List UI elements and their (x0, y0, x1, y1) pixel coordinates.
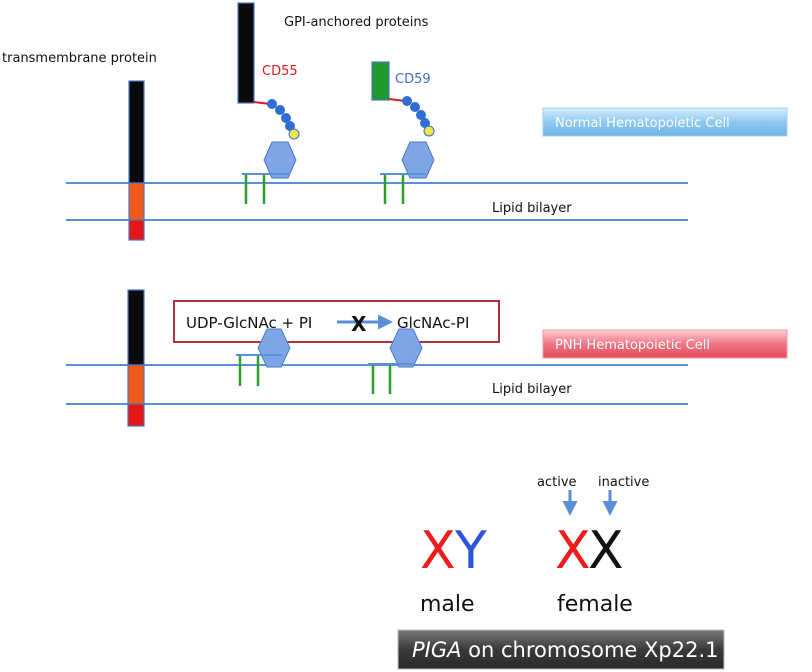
normal-cell-banner: Normal Hematopoietic Cell (542, 107, 788, 137)
reaction-product: GlcNAc-PI (397, 314, 469, 332)
gpi-anchor-hexagon (401, 141, 435, 179)
transmembrane-protein-top (128, 80, 145, 241)
cd59-label: CD59 (395, 72, 431, 87)
male-x-chromosome: X (420, 521, 456, 581)
female-inactive-x-chromosome: X (588, 521, 624, 581)
glycan-bead (267, 99, 277, 109)
active-label: active (537, 475, 577, 490)
lipid-bilayer-label-bottom: Lipid bilayer (492, 382, 572, 397)
glycan-bead-yellow (423, 125, 435, 137)
glycan-bead (402, 96, 412, 106)
glycan-bead (420, 118, 430, 128)
gpi-anchored-proteins-label: GPI-anchored proteins (284, 15, 429, 30)
reaction-substrate: UDP-GlcNAc + PI (186, 314, 312, 332)
gpi-lipid-anchor (380, 173, 426, 204)
piga-banner: PIGA on chromosome Xp22.1 (397, 629, 725, 670)
cd59-protein (371, 61, 435, 204)
reaction-block-mark: X (351, 312, 367, 336)
pnh-cell-label: PNH Hematopoietic Cell (555, 338, 710, 353)
male-label: male (420, 592, 475, 617)
cd59-body (371, 61, 390, 101)
glycan-bead (275, 105, 285, 115)
piga-gene-name: PIGA (412, 638, 462, 662)
glycan-bead (285, 121, 295, 131)
pnh-anchor-1 (236, 328, 291, 386)
transmembrane-protein-label: transmembrane protein (2, 51, 157, 66)
glycan-bead (281, 113, 291, 123)
glycan-bead (410, 102, 420, 112)
piga-location: on chromosome Xp22.1 (462, 638, 719, 662)
gpi-anchor-hexagon (257, 328, 291, 368)
piga-banner-text: PIGA on chromosome Xp22.1 (412, 638, 719, 662)
cd55-protein (237, 2, 300, 204)
normal-cell-label: Normal Hematopoietic Cell (555, 116, 730, 131)
female-label: female (557, 592, 633, 617)
female-active-x-chromosome: X (555, 521, 591, 581)
gpi-anchor-hexagon (389, 328, 423, 368)
cd55-body (237, 2, 255, 104)
glycan-bead (416, 110, 426, 120)
transmembrane-protein-bottom (127, 289, 145, 427)
gpi-lipid-anchor (242, 173, 290, 204)
lipid-bilayer-label-top: Lipid bilayer (492, 201, 572, 216)
reaction-box: UDP-GlcNAc + PI X GlcNAc-PI (173, 300, 500, 343)
gpi-anchor-hexagon (263, 141, 297, 179)
pnh-anchor-2 (368, 328, 423, 394)
inactive-label: inactive (598, 475, 649, 490)
cd55-label: CD55 (262, 64, 298, 79)
glycan-bead-yellow (288, 128, 300, 140)
pnh-cell-banner: PNH Hematopoietic Cell (542, 329, 788, 359)
male-y-chromosome: Y (454, 521, 487, 581)
